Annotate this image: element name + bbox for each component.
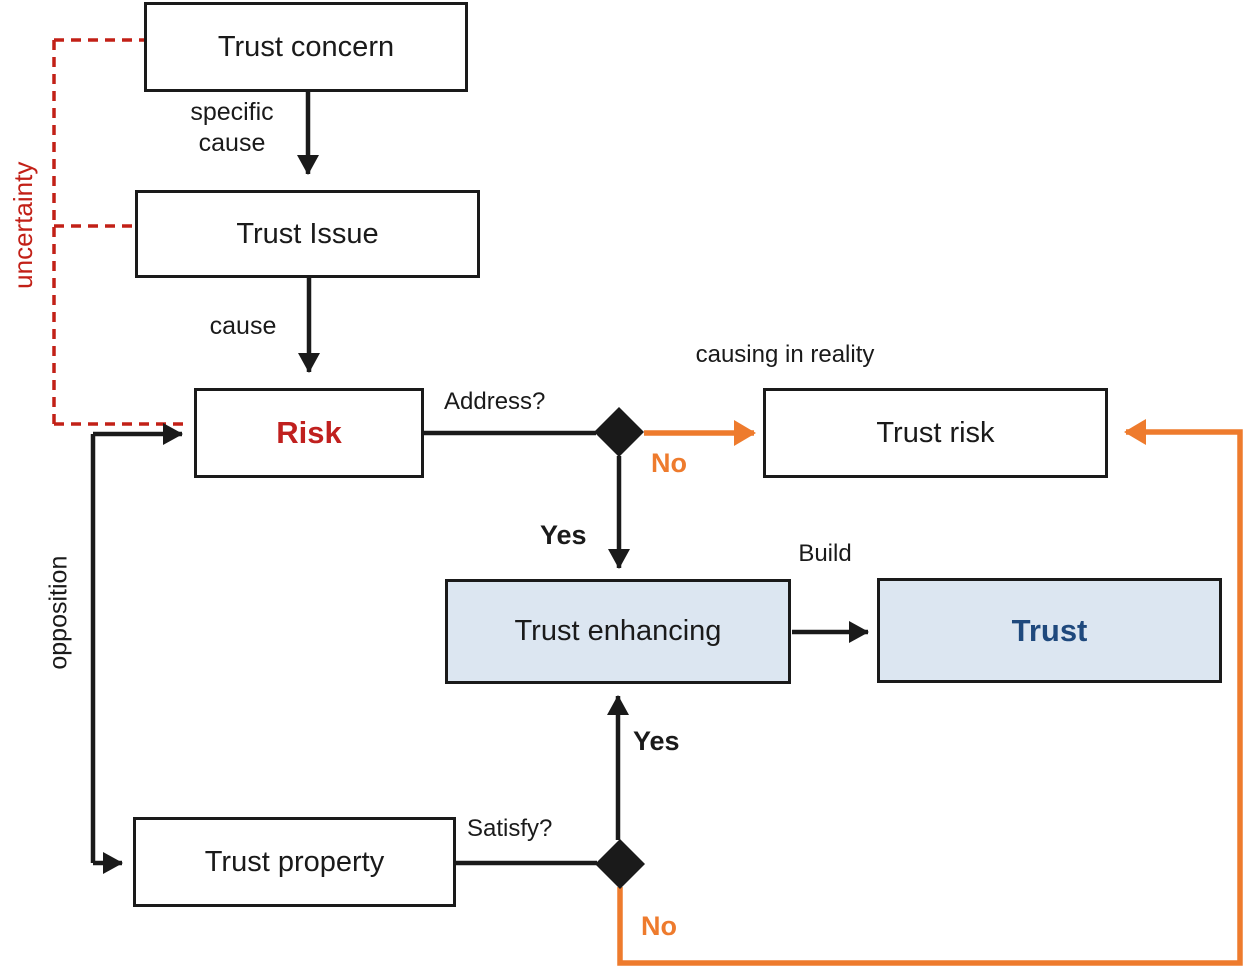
- node-risk: Risk: [194, 388, 424, 478]
- node-trust-issue: Trust Issue: [135, 190, 480, 278]
- edge-label-yes-top: Yes: [540, 520, 587, 550]
- node-trust-property-label: Trust property: [204, 845, 385, 878]
- satisfy-decision-diamond: [595, 839, 645, 889]
- edge-label-no-top: No: [651, 448, 687, 478]
- edge-label-yes-bottom: Yes: [633, 726, 680, 756]
- node-trust-enhancing-label: Trust enhancing: [514, 615, 722, 647]
- node-risk-label: Risk: [276, 415, 342, 450]
- edge-label-satisfy: Satisfy?: [467, 815, 553, 842]
- address-decision-diamond: [594, 407, 644, 457]
- node-trust-label: Trust: [1011, 612, 1088, 648]
- node-trust-enhancing: Trust enhancing: [445, 579, 791, 684]
- node-trust-risk-label: Trust risk: [876, 416, 995, 449]
- node-trust-concern: Trust concern: [144, 2, 468, 92]
- edge-label-address: Address?: [444, 388, 546, 415]
- black-flow-lines: [90, 92, 869, 874]
- node-trust: Trust: [877, 578, 1222, 683]
- edge-label-specific-cause: specific cause: [190, 98, 274, 158]
- node-trust-risk: Trust risk: [763, 388, 1108, 478]
- node-trust-property: Trust property: [133, 817, 456, 907]
- edge-label-no-bottom: No: [641, 911, 677, 941]
- edge-label-cause: cause: [209, 312, 277, 340]
- edge-label-opposition: opposition: [44, 555, 73, 670]
- arrow-no-loop-to-trust-risk: [617, 419, 1243, 966]
- edge-label-build: Build: [798, 540, 852, 567]
- node-trust-issue-label: Trust Issue: [236, 217, 379, 250]
- node-trust-concern-label: Trust concern: [217, 30, 395, 63]
- edge-label-uncertainty: uncertainty: [7, 161, 38, 289]
- orange-no-paths: [617, 419, 1243, 966]
- edge-label-causing-in-reality: causing in reality: [695, 341, 875, 368]
